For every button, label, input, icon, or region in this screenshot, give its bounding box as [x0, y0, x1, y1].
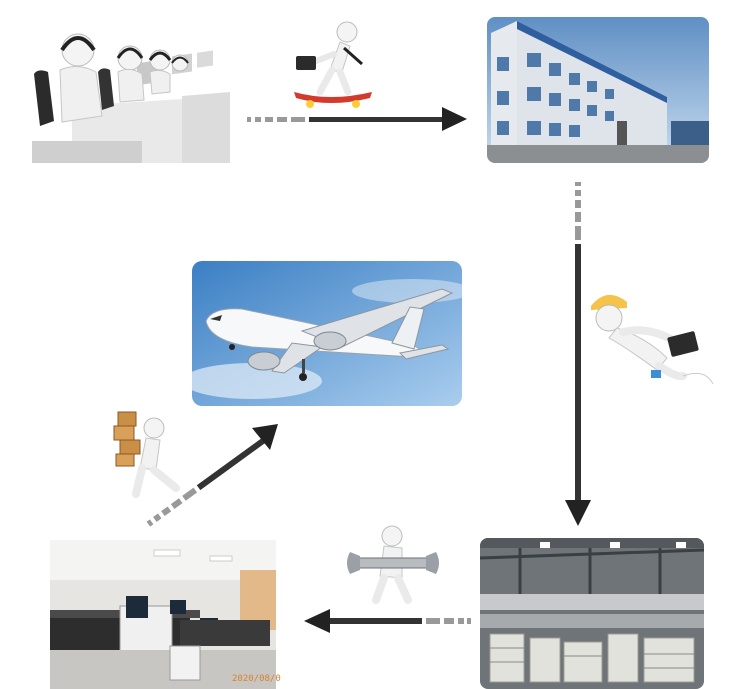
photo-date-stamp: 2020/08/0 — [232, 674, 281, 684]
factory-building-image — [487, 17, 709, 163]
arrow-down-icon — [565, 182, 591, 526]
box-carrier-figure-icon — [110, 408, 190, 498]
skateboarder-figure-icon — [290, 20, 375, 110]
wrench-figure-icon — [346, 524, 440, 604]
arrow-diagonal-up-icon — [146, 424, 278, 527]
worker-helmet-figure-icon — [587, 288, 717, 388]
warehouse-image — [480, 538, 704, 689]
call-center-image — [32, 26, 230, 163]
arrow-right-1-icon — [247, 107, 467, 131]
arrow-left-icon — [304, 609, 471, 633]
printer-workshop-image — [50, 540, 276, 689]
airplane-image — [192, 261, 462, 406]
